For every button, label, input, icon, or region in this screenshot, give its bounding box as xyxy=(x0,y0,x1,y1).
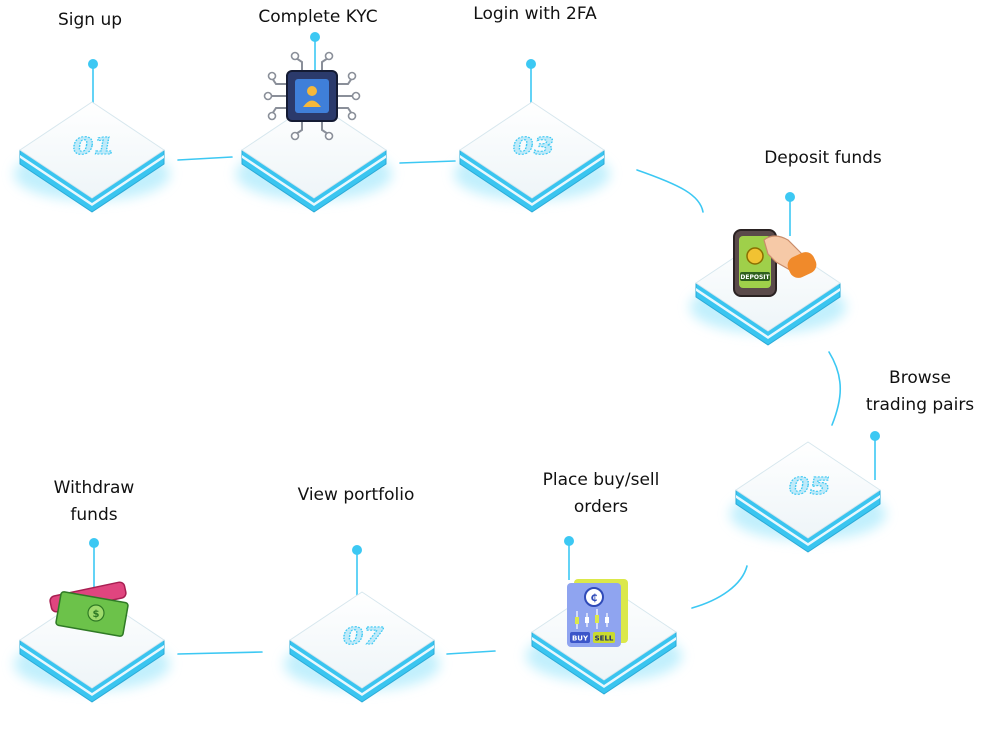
step-label-deposit-funds: Deposit funds xyxy=(764,148,882,168)
svg-text:$: $ xyxy=(93,609,100,620)
pin-4 xyxy=(785,192,795,236)
buy-sell-panel-icon: ₵ BUY SELL xyxy=(567,579,628,647)
step-tile-08 xyxy=(14,591,170,703)
sell-button-label: SELL xyxy=(595,635,614,643)
connector-2-3 xyxy=(399,160,456,164)
pin-8 xyxy=(89,538,99,590)
step-number-03: 03 xyxy=(510,133,557,160)
step-label-complete-kyc: Complete KYC xyxy=(258,7,378,27)
step-tile-05: 05 xyxy=(730,441,886,553)
deposit-button-label: DEPOSIT xyxy=(740,274,770,281)
buy-button-label: BUY xyxy=(572,635,589,643)
deposit-phone-icon: DEPOSIT xyxy=(733,229,817,297)
connector-1-2 xyxy=(177,156,233,161)
step-label-browse-pairs: Browse trading pairs xyxy=(865,368,975,415)
step-tile-02 xyxy=(236,101,392,213)
step-label-sign-up: Sign up xyxy=(57,10,123,30)
step-label-view-portfolio: View portfolio xyxy=(297,485,415,505)
connector-6-7 xyxy=(446,650,496,655)
step-number-01: 01 xyxy=(70,133,117,160)
tile-top xyxy=(19,101,165,199)
step-label-place-orders: Place buy/sell orders xyxy=(542,470,660,517)
tile-top xyxy=(459,101,605,199)
pin-6 xyxy=(564,536,574,580)
pin-3 xyxy=(526,59,536,106)
pin-2 xyxy=(310,32,320,70)
connector-5-6 xyxy=(691,565,748,609)
connector-4-5 xyxy=(828,351,841,426)
pin-7 xyxy=(352,545,362,600)
connector-3-4 xyxy=(636,169,704,213)
connector-7-8 xyxy=(177,651,263,655)
connectors xyxy=(177,156,841,655)
svg-text:₵: ₵ xyxy=(591,593,598,604)
step-number-07: 07 xyxy=(340,623,387,650)
tile-top xyxy=(735,441,881,539)
step-label-withdraw-funds: Withdraw funds xyxy=(53,478,135,525)
tiles: 01 03 05 07 xyxy=(14,101,886,703)
kyc-chip-icon xyxy=(263,51,361,141)
step-label-login-2fa: Login with 2FA xyxy=(473,4,597,24)
cash-withdraw-icon: $ xyxy=(49,581,129,637)
pin-5 xyxy=(870,431,880,480)
pins xyxy=(88,32,880,600)
step-tile-03: 03 xyxy=(454,101,610,213)
tile-top xyxy=(289,591,435,689)
pin-1 xyxy=(88,59,98,106)
step-number-05: 05 xyxy=(786,473,833,500)
step-tile-01: 01 xyxy=(14,101,170,213)
step-tile-07: 07 xyxy=(284,591,440,703)
